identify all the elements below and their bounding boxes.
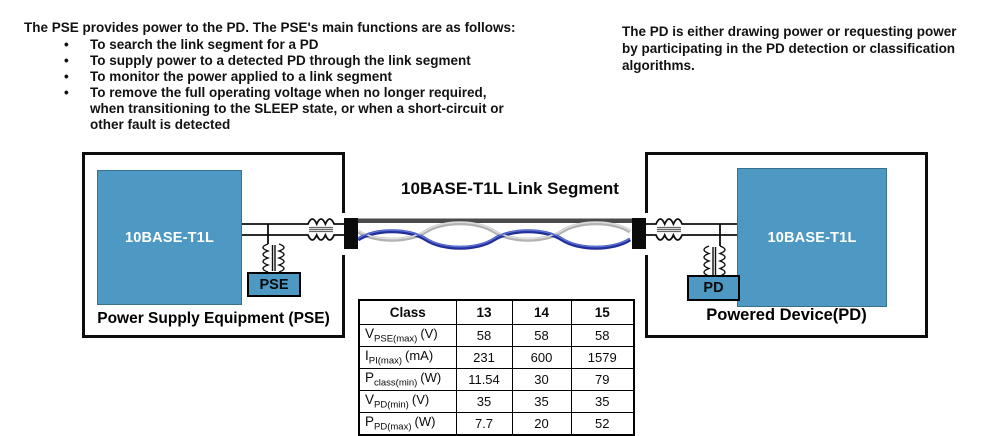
pd-tap-box: PD [687, 275, 740, 301]
table-cell: 30 [511, 368, 572, 391]
table-row: VPD(min)(V) 35 35 35 [358, 390, 635, 413]
cable-connector-left [344, 218, 358, 249]
pd-enclosure-caption: Powered Device(PD) [706, 306, 867, 324]
bullet-icon: • [64, 53, 69, 68]
bullet-icon: • [64, 37, 69, 52]
table-cell: 20 [511, 412, 572, 436]
row-label: Pclass(min)(W) [358, 368, 457, 391]
pd-coupling-transformer [703, 224, 726, 277]
pse-note-heading: The PSE provides power to the PD. The PS… [24, 20, 516, 35]
pse-enclosure-caption: Power Supply Equipment (PSE) [97, 310, 330, 327]
pse-functions-note: The PSE provides power to the PD. The PS… [24, 20, 572, 133]
bullet-icon: • [64, 85, 69, 100]
row-label: VPD(min)(V) [358, 390, 457, 413]
table-cell: 52 [570, 412, 635, 436]
table-cell: 600 [511, 346, 572, 369]
table-cell: 231 [455, 346, 513, 369]
pse-pair-wires [242, 218, 344, 241]
list-item-text: To remove the full operating voltage whe… [90, 85, 504, 132]
pse-phy-label: 10BASE-T1L [124, 229, 215, 246]
list-item-text: To monitor the power applied to a link s… [90, 69, 393, 84]
table-cell: 58 [511, 324, 572, 347]
table-row: VPSE(max)(V) 58 58 58 [358, 324, 635, 347]
pd-tap-label: PD [703, 280, 724, 296]
table-cell: 35 [455, 390, 513, 413]
pd-description-note: The PD is either drawing power or reques… [622, 24, 957, 73]
cable-sheath-bar [350, 218, 632, 223]
table-cell: 7.7 [455, 412, 513, 436]
pse-coupling-transformer [262, 224, 285, 273]
list-item: • To search the link segment for a PD [24, 37, 568, 53]
row-label: VPSE(max)(V) [358, 324, 457, 347]
table-cell: 58 [570, 324, 635, 347]
list-item-text: To supply power to a detected PD through… [90, 53, 471, 68]
list-item: • To monitor the power applied to a link… [24, 69, 568, 85]
cable-connector-right [632, 218, 646, 249]
pse-phy-chip: 10BASE-T1L [97, 170, 242, 305]
table-cell: 58 [455, 324, 513, 347]
column-header: 13 [455, 299, 513, 325]
table-row: PPD(max)(W) 7.7 20 52 [358, 412, 635, 436]
table-header-row: Class 13 14 15 [358, 299, 635, 325]
pse-functions-list: • To search the link segment for a PD • … [24, 37, 572, 133]
link-cable [344, 218, 646, 250]
pd-phy-chip: 10BASE-T1L [737, 168, 887, 307]
table-row: IPI(max)(mA) 231 600 1579 [358, 346, 635, 369]
table-cell: 1579 [570, 346, 635, 369]
list-item-text: To search the link segment for a PD [90, 37, 319, 52]
list-item: • To remove the full operating voltage w… [24, 85, 568, 133]
row-label: IPI(max)(mA) [358, 346, 457, 369]
table-cell: 11.54 [455, 368, 513, 391]
table-row: Pclass(min)(W) 11.54 30 79 [358, 368, 635, 391]
table-cell: 35 [570, 390, 635, 413]
pse-line-choke-core [309, 226, 333, 233]
column-header: Class [358, 299, 457, 325]
column-header: 15 [570, 299, 635, 325]
twisted-pair [356, 221, 632, 250]
table-cell: 35 [511, 390, 572, 413]
column-header: 14 [511, 299, 572, 325]
row-label: PPD(max)(W) [358, 412, 457, 436]
pse-injector-label: PSE [259, 276, 289, 293]
pd-pair-wires [646, 218, 740, 241]
bullet-icon: • [64, 69, 69, 84]
pse-injector-box: PSE [247, 272, 301, 297]
table-cell: 79 [570, 368, 635, 391]
list-item: • To supply power to a detected PD throu… [24, 53, 568, 69]
pd-line-choke-core [657, 226, 681, 233]
pd-phy-label: 10BASE-T1L [767, 229, 857, 246]
power-class-table: Class 13 14 15 VPSE(max)(V) 58 58 58 IPI… [358, 299, 635, 436]
link-segment-title: 10BASE-T1L Link Segment [401, 179, 619, 198]
